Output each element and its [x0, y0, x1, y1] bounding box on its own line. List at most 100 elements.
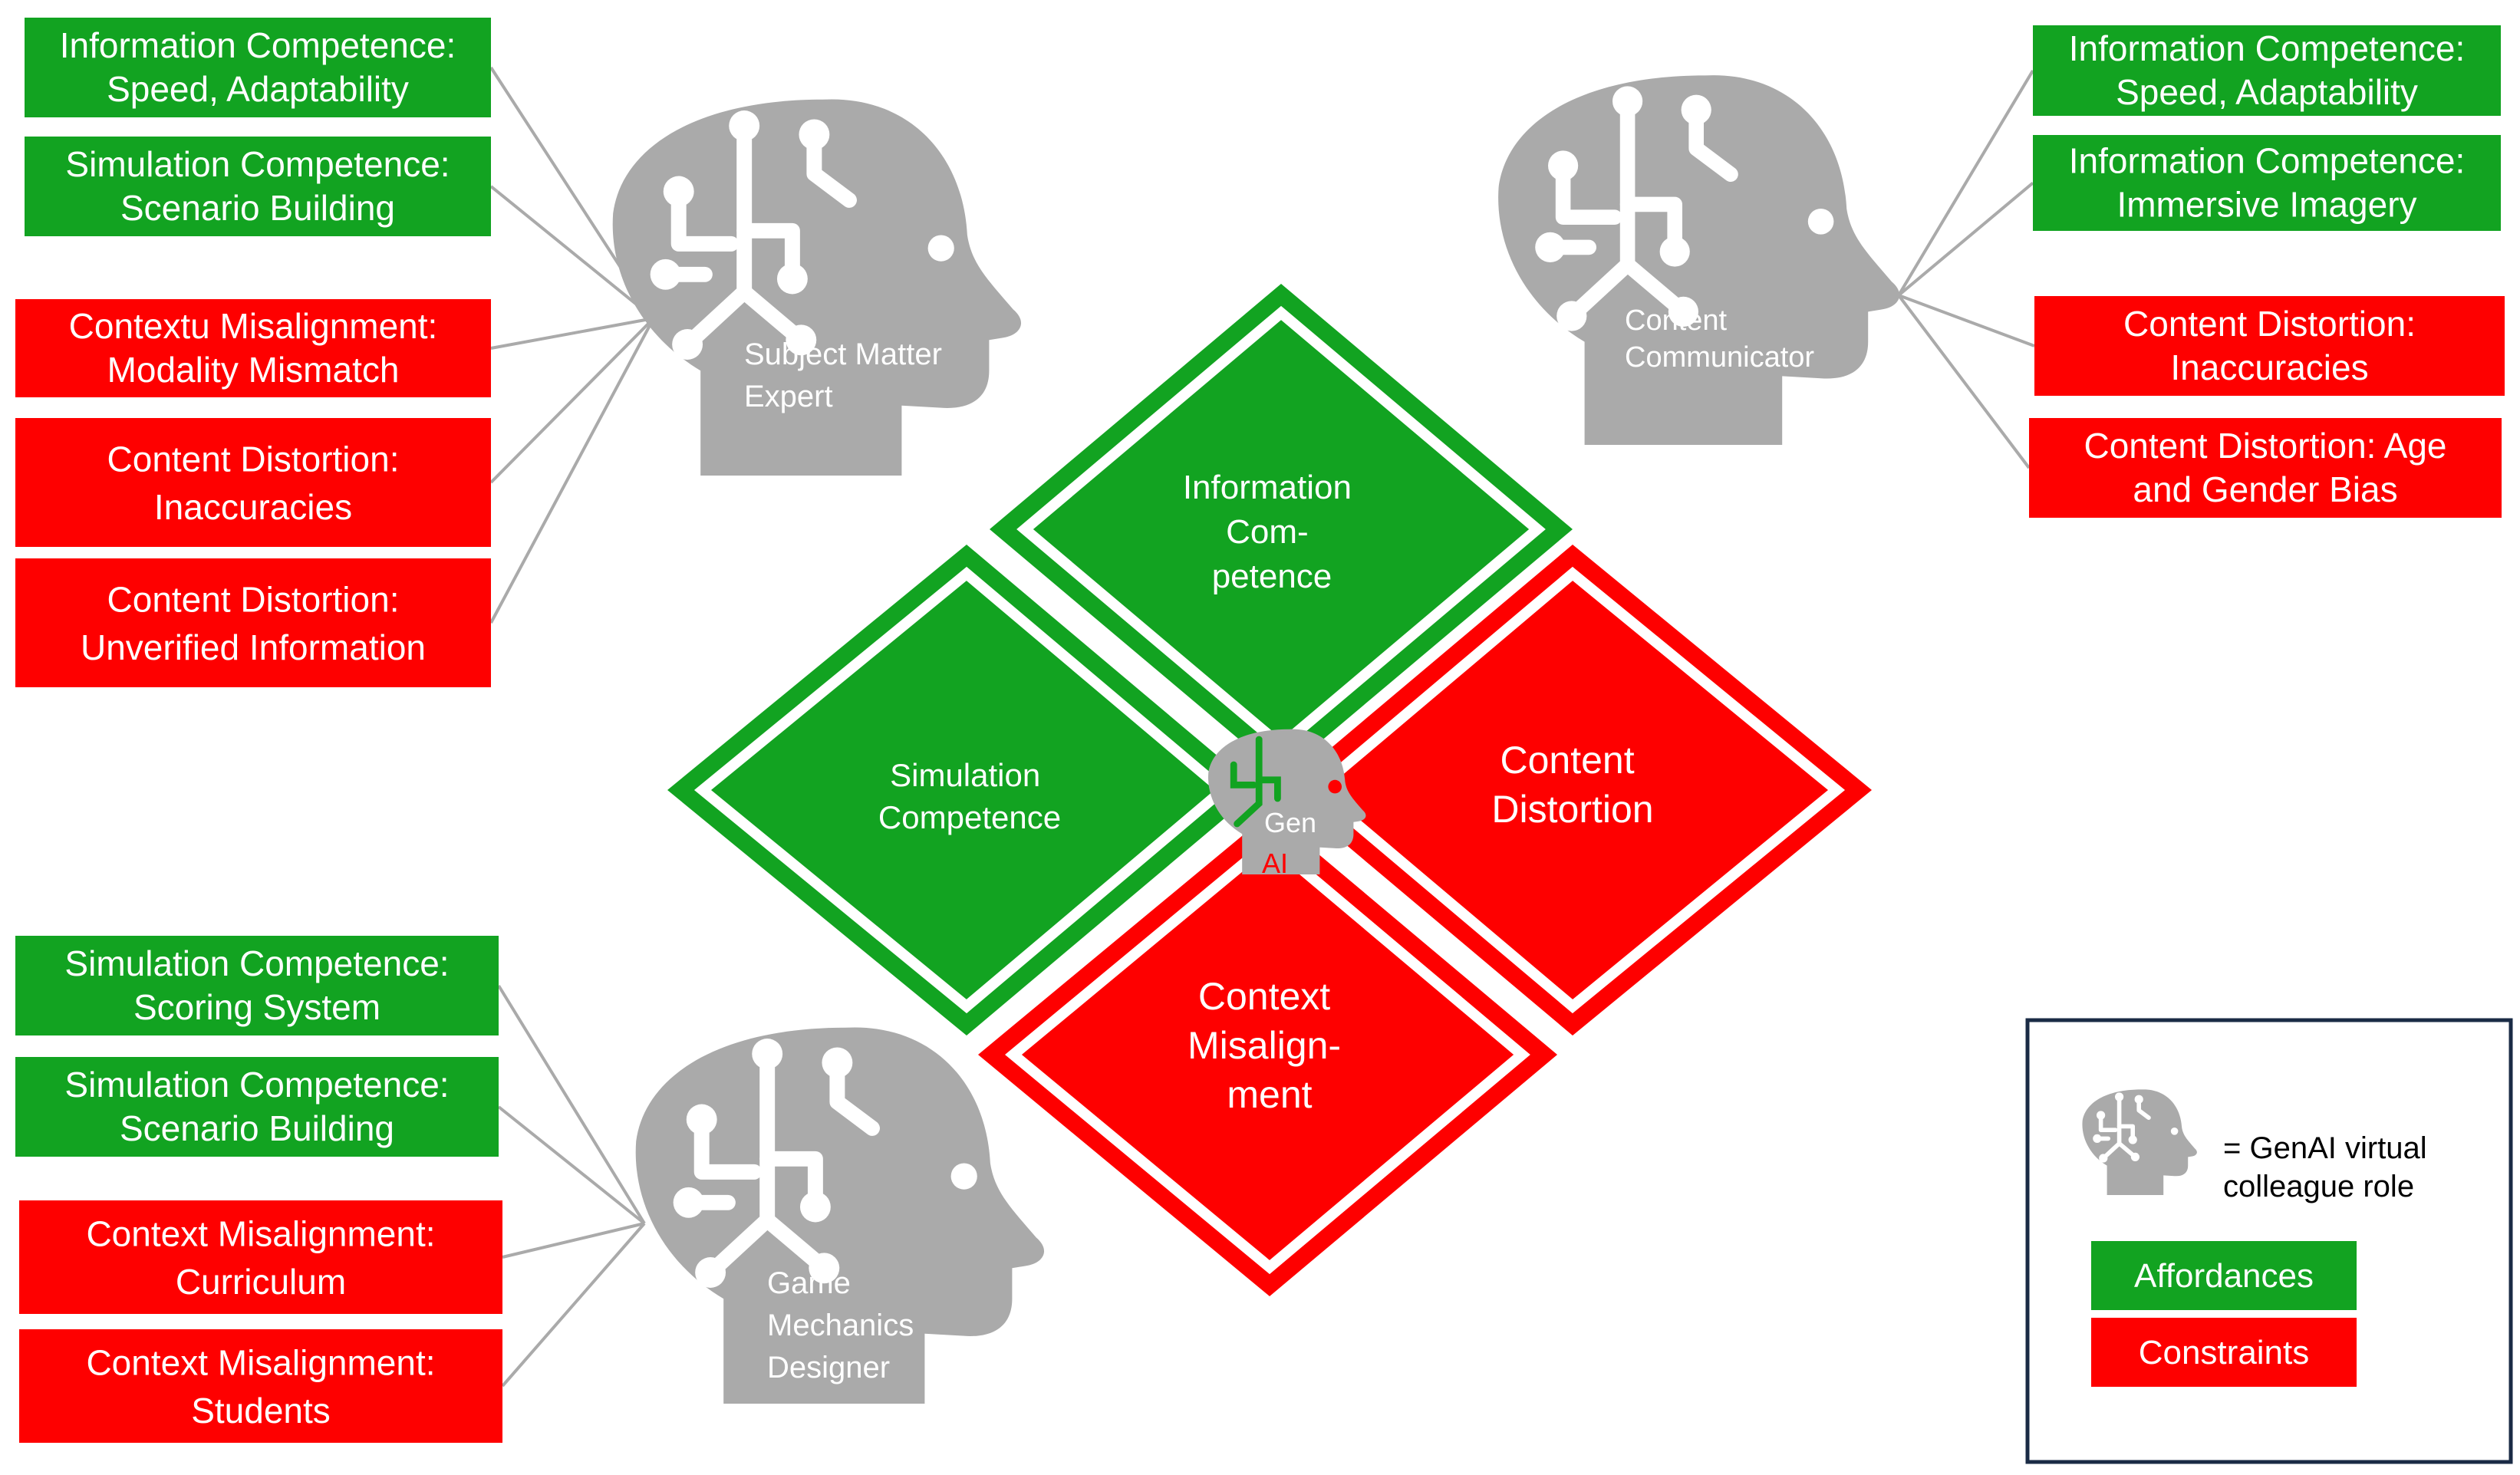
connector-line — [489, 318, 655, 624]
content-communicator-label-affordance: Information Competence:Speed, Adaptabili… — [2033, 25, 2501, 116]
label-box-line: Information Competence: — [60, 25, 456, 65]
label-box-text: Content Distortion: Unverified Informatio… — [81, 580, 426, 667]
quadrant-label-top: Information Com- petence — [1183, 469, 1361, 595]
connector-line — [501, 1222, 646, 1388]
content-communicator-label-affordance: Information Competence:Immersive Imagery — [2033, 135, 2501, 231]
label-box-line: Information Competence: — [2069, 28, 2466, 68]
game-mechanics-designer-label-constraint: Context Misalignment: Curriculum — [19, 1200, 502, 1314]
label-box-line: Speed, Adaptability — [107, 69, 409, 109]
label-box-line: Scenario Building — [120, 1108, 394, 1148]
label-box-background — [15, 1057, 499, 1157]
label-box-text: Context Misalignment: Curriculum — [86, 1214, 435, 1302]
legend-affordances-label: Affordances — [2134, 1257, 2314, 1295]
label-box-line: Information Competence: — [2069, 140, 2466, 180]
subject-matter-expert-label-affordance: Simulation Competence:Scenario Building — [25, 137, 491, 236]
subject-matter-expert-label-constraint: Contextu Misalignment:Modality Mismatch — [15, 299, 491, 397]
role-label-boxes: Information Competence:Speed, Adaptabili… — [15, 18, 2505, 1443]
subject-matter-expert-label-constraint: Content Distortion: Inaccuracies — [15, 418, 491, 547]
game-mechanics-designer-label-affordance: Simulation Competence:Scenario Building — [15, 1057, 499, 1157]
label-box-line: Content Distortion: — [2123, 304, 2416, 344]
label-box-background — [25, 137, 491, 236]
legend-role-text: = GenAI virtual colleague role — [2223, 1131, 2436, 1203]
label-box-text: Simulation Competence:Scoring System — [64, 943, 449, 1027]
label-box-line: Context Misalignment: — [86, 1343, 435, 1383]
label-box-line: and Gender Bias — [2133, 469, 2397, 509]
quadrant-context-misalignment — [978, 813, 1557, 1296]
label-box-line: Scoring System — [133, 987, 380, 1027]
quadrant-label-bottom: Context Misalign- ment — [1188, 975, 1352, 1116]
quadrant-content-distortion — [1281, 545, 1872, 1035]
quadrant-label-left: Simulation Competence — [878, 757, 1061, 835]
label-box-text: Information Competence:Speed, Adaptabili… — [2069, 28, 2466, 112]
label-box-line: Content Distortion: — [107, 580, 400, 620]
content-communicator-label-constraint: Content Distortion:Inaccuracies — [2034, 296, 2505, 396]
label-box-line: Simulation Competence: — [64, 1065, 449, 1105]
label-box-background — [2033, 135, 2501, 231]
label-box-background — [15, 418, 491, 547]
connector-line — [490, 317, 654, 350]
content-communicator-name: Content Communicator — [1625, 305, 1814, 374]
label-box-text: Simulation Competence:Scenario Building — [65, 144, 450, 228]
connector-line — [502, 1222, 645, 1259]
genai-label-gen: Gen — [1264, 807, 1316, 838]
label-box-text: Content Distortion:Inaccuracies — [2123, 304, 2416, 387]
connector-line — [1897, 294, 2031, 469]
game-mechanics-designer-name: Game Mechanics Designer — [767, 1266, 922, 1384]
label-box-text: Information Competence:Immersive Imagery — [2069, 140, 2466, 224]
subject-matter-expert-label-constraint: Content Distortion: Unverified Informatio… — [15, 558, 491, 687]
label-box-line: Inaccuracies — [154, 487, 352, 527]
label-box-text: Context Misalignment: Students — [86, 1343, 435, 1431]
legend: = GenAI virtual colleague role Affordanc… — [2025, 1018, 2513, 1464]
connector-line — [1898, 294, 2035, 347]
label-box-background — [15, 558, 491, 687]
label-box-line: Context Misalignment: — [86, 1214, 435, 1254]
label-box-background — [15, 936, 499, 1035]
label-box-background — [19, 1329, 502, 1443]
subject-matter-expert-label-affordance: Information Competence:Speed, Adaptabili… — [25, 18, 491, 117]
subject-matter-expert-name: Subject Matter Expert — [744, 337, 950, 413]
label-box-text: Contextu Misalignment:Modality Mismatch — [69, 306, 438, 390]
game-mechanics-designer-head-icon — [635, 1027, 1045, 1404]
label-box-line: Contextu Misalignment: — [69, 306, 438, 346]
label-box-background — [2029, 418, 2502, 518]
label-box-line: Students — [191, 1391, 331, 1431]
quadrant-label-right: Content Distortion — [1491, 739, 1653, 831]
label-box-line: Curriculum — [176, 1262, 346, 1302]
label-box-line: Content Distortion: Age — [2084, 426, 2446, 466]
label-box-line: Content Distortion: — [107, 440, 400, 479]
quadrant-diagram: Information Com- petence Simulation Comp… — [667, 284, 1872, 1296]
connector-line — [489, 185, 655, 320]
legend-constraints-label: Constraints — [2139, 1334, 2310, 1371]
label-box-line: Speed, Adaptability — [2116, 72, 2418, 112]
label-box-text: Content Distortion: Inaccuracies — [107, 440, 400, 527]
connector-line — [497, 1105, 646, 1225]
label-box-text: Information Competence:Speed, Adaptabili… — [60, 25, 456, 109]
legend-affordances-swatch — [2091, 1241, 2357, 1310]
genai-label-ai: AI — [1262, 848, 1288, 879]
label-box-line: Inaccuracies — [2170, 347, 2368, 387]
game-mechanics-designer-label-affordance: Simulation Competence:Scoring System — [15, 936, 499, 1035]
game-mechanics-designer-label-constraint: Context Misalignment: Students — [19, 1329, 502, 1443]
quadrant-simulation-competence — [667, 545, 1258, 1035]
label-box-background — [19, 1200, 502, 1314]
label-box-background — [25, 18, 491, 117]
connector-lines — [489, 66, 2035, 1388]
label-box-background — [15, 299, 491, 397]
label-box-line: Scenario Building — [120, 188, 395, 228]
subject-matter-expert-head-icon — [612, 99, 1022, 476]
label-box-line: Unverified Information — [81, 627, 426, 667]
connector-line — [497, 984, 646, 1225]
genai-center-head-icon — [1208, 729, 1366, 874]
connector-line — [489, 317, 655, 484]
label-box-line: Modality Mismatch — [107, 350, 400, 390]
label-box-line: Simulation Competence: — [64, 943, 449, 983]
label-box-background — [2033, 25, 2501, 116]
connector-line — [1897, 181, 2034, 297]
label-box-text: Simulation Competence:Scenario Building — [64, 1065, 449, 1148]
content-communicator-head-icon — [1498, 75, 1900, 445]
connector-line — [1897, 69, 2034, 297]
label-box-background — [2034, 296, 2505, 396]
